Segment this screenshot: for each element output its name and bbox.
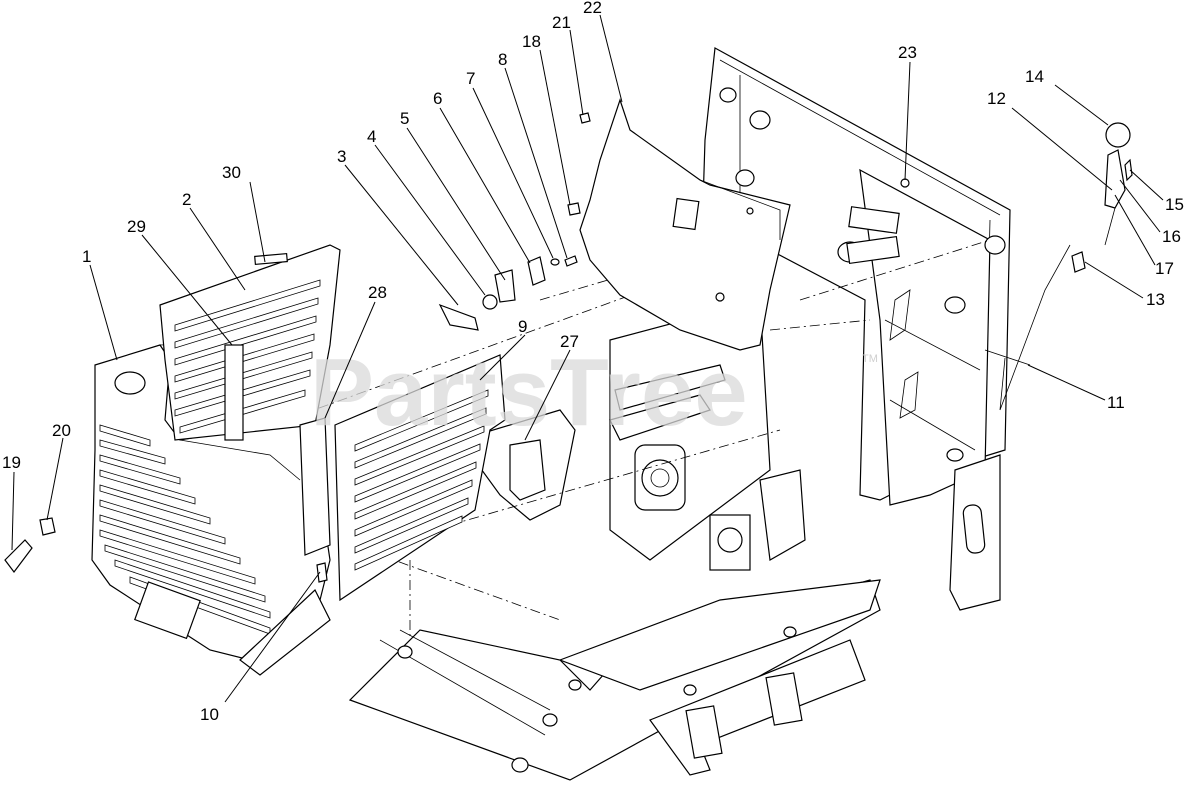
knob-4	[482, 294, 498, 310]
callout-14: 14	[1025, 67, 1044, 86]
callout-29: 29	[127, 217, 146, 236]
bolt-21	[579, 112, 591, 124]
callout-28: 28	[368, 283, 387, 302]
shroud-1	[91, 339, 331, 676]
pin-15	[1124, 158, 1133, 182]
nut-20	[39, 517, 56, 536]
washer-7	[550, 258, 560, 266]
leader-lines	[11, 14, 1164, 703]
callout-2: 2	[182, 190, 191, 209]
watermark-trademark: TM	[862, 353, 878, 365]
foam-block-27	[509, 439, 546, 501]
throttle-assembly	[984, 122, 1133, 411]
callout-13: 13	[1146, 290, 1165, 309]
callout-11: 11	[1107, 393, 1125, 412]
callout-15: 15	[1165, 195, 1184, 214]
callout-17: 17	[1155, 259, 1174, 278]
bracket-3	[438, 303, 479, 331]
bolt-23	[900, 178, 910, 188]
spring-6	[527, 256, 546, 286]
grille-panel-2	[159, 244, 341, 441]
watermark-text: PartsTree	[310, 339, 748, 446]
callout-20: 20	[52, 421, 71, 440]
callout-10: 10	[200, 705, 219, 724]
callout-6: 6	[433, 89, 442, 108]
callout-18: 18	[522, 32, 541, 51]
callout-1: 1	[82, 247, 91, 266]
ball-14	[1105, 122, 1131, 148]
latch-5	[494, 269, 516, 303]
callout-27: 27	[560, 332, 579, 351]
callout-8: 8	[498, 50, 507, 69]
callout-21: 21	[552, 13, 571, 32]
clip-13	[1071, 251, 1086, 273]
pin-8	[564, 255, 578, 267]
callout-12: 12	[987, 89, 1006, 108]
grille-panel-9	[334, 354, 506, 602]
hose-19	[4, 539, 33, 573]
callout-22: 22	[583, 0, 602, 17]
foam-strip-28	[299, 417, 331, 556]
callout-30: 30	[222, 163, 241, 182]
callout-23: 23	[898, 43, 917, 62]
callout-16: 16	[1162, 227, 1181, 246]
rod-11	[999, 244, 1071, 411]
callout-labels: 1 2 3 4 5 6 7 8 9 10 11 12 13 14 15 16 1…	[2, 0, 1184, 724]
rear-panel-22	[579, 98, 900, 351]
callout-9: 9	[518, 317, 527, 336]
fitting-10	[316, 562, 328, 583]
callout-3: 3	[337, 147, 346, 166]
callout-5: 5	[400, 109, 409, 128]
bolt-18	[567, 202, 581, 216]
callout-7: 7	[466, 69, 475, 88]
callout-4: 4	[367, 127, 376, 146]
callout-19: 19	[2, 453, 21, 472]
lever-12	[1104, 149, 1126, 209]
